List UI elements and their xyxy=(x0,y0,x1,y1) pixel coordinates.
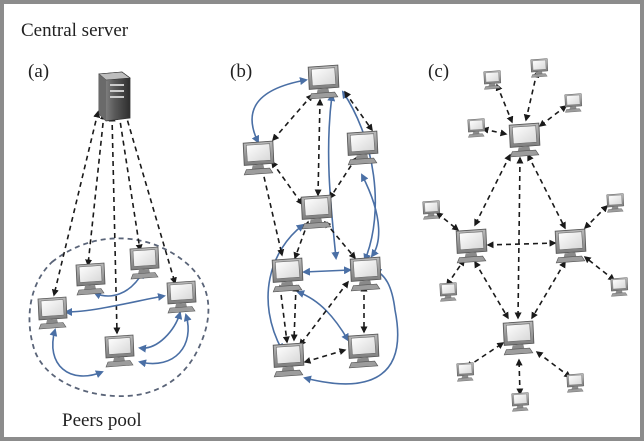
computer-monitor-icon xyxy=(610,277,629,297)
computer-monitor-icon xyxy=(422,200,441,220)
edge-hub-hub xyxy=(514,156,524,320)
edge-hub-leaf xyxy=(481,126,508,137)
edge-hub-leaf xyxy=(523,70,540,122)
edge-peer-peer xyxy=(303,269,399,385)
computer-monitor-icon xyxy=(349,256,382,292)
peers-pool-label: Peers pool xyxy=(62,410,142,431)
central-server-label: Central server xyxy=(21,20,129,41)
edge-peer-peer xyxy=(302,266,352,276)
edge-peer-peer xyxy=(296,290,350,342)
edge-hub-leaf xyxy=(583,256,616,281)
edge-server-peer xyxy=(108,114,121,335)
computer-monitor-icon xyxy=(511,392,530,412)
edge-hub-leaf xyxy=(535,351,572,378)
computer-monitor-icon xyxy=(271,257,304,293)
computer-monitor-icon xyxy=(508,122,541,158)
computer-monitor-icon xyxy=(272,342,305,378)
computer-monitor-icon xyxy=(502,320,535,356)
edge-peer-peer xyxy=(344,90,373,132)
edge-peer-peer xyxy=(341,90,377,262)
computer-monitor-icon xyxy=(456,362,475,382)
server-tower-icon xyxy=(98,71,131,122)
edge-server-peer xyxy=(116,112,143,252)
edge-peer-peer xyxy=(267,223,305,352)
computer-monitor-icon xyxy=(104,334,135,368)
edge-peer-peer xyxy=(49,328,104,378)
edge-peer-peer xyxy=(64,293,166,316)
edge-hub-hub xyxy=(474,153,511,227)
computer-monitor-icon xyxy=(606,193,625,213)
panel-c-label: (c) xyxy=(428,61,450,82)
edge-hub-leaf xyxy=(495,83,514,124)
edge-server-peer xyxy=(85,112,107,267)
computer-monitor-icon xyxy=(467,118,486,138)
edge-peer-peer xyxy=(272,93,313,142)
computer-monitor-icon xyxy=(346,130,379,166)
edge-hub-hub xyxy=(486,239,557,249)
computer-monitor-icon xyxy=(554,228,587,264)
edge-peer-peer xyxy=(293,220,310,260)
computer-monitor-icon xyxy=(307,64,340,100)
computer-monitor-icon xyxy=(300,194,333,230)
computer-monitor-icon xyxy=(483,70,502,90)
edge-peer-peer xyxy=(271,160,303,206)
computer-monitor-icon xyxy=(347,333,380,369)
edge-hub-leaf xyxy=(538,105,568,127)
edge-hub-hub xyxy=(531,260,566,320)
computer-monitor-icon xyxy=(37,296,68,330)
panel-b-label: (b) xyxy=(230,61,253,82)
edge-peer-peer xyxy=(138,311,183,353)
edge-peer-peer xyxy=(324,220,356,260)
edge-peer-peer xyxy=(299,280,349,347)
edge-hub-leaf xyxy=(465,342,505,368)
panel-a-centralized xyxy=(28,71,210,397)
edge-hub-hub xyxy=(474,260,509,320)
edge-peer-peer xyxy=(329,156,357,200)
computer-monitor-icon xyxy=(129,246,160,280)
computer-monitor-icon xyxy=(530,58,549,78)
edge-peer-peer xyxy=(290,284,300,342)
edge-peer-peer xyxy=(138,313,192,368)
edge-peer-peer xyxy=(303,348,347,364)
computer-monitor-icon xyxy=(455,228,488,264)
computer-monitor-icon xyxy=(564,93,583,113)
computer-monitor-icon xyxy=(75,262,106,296)
computer-monitor-icon xyxy=(439,282,458,302)
computer-monitor-icon xyxy=(166,280,197,314)
edge-peer-peer xyxy=(259,166,285,257)
edge-server-peer xyxy=(123,110,177,285)
edge-peer-peer xyxy=(251,77,308,144)
edge-peer-peer xyxy=(361,173,380,258)
panel-b-decentralized xyxy=(242,64,399,385)
edge-hub-leaf xyxy=(446,258,465,287)
edge-hub-leaf xyxy=(583,204,609,230)
edge-hub-leaf xyxy=(515,358,524,396)
edge-hub-leaf xyxy=(435,212,460,231)
edge-peer-peer xyxy=(314,98,324,197)
panel-a-label: (a) xyxy=(28,61,50,82)
edge-peer-peer xyxy=(327,93,340,260)
panel-c-hybrid xyxy=(422,58,629,412)
edge-hub-hub xyxy=(527,153,566,230)
computer-monitor-icon xyxy=(242,140,275,176)
computer-monitor-icon xyxy=(566,373,585,393)
edge-peer-peer xyxy=(277,284,290,344)
